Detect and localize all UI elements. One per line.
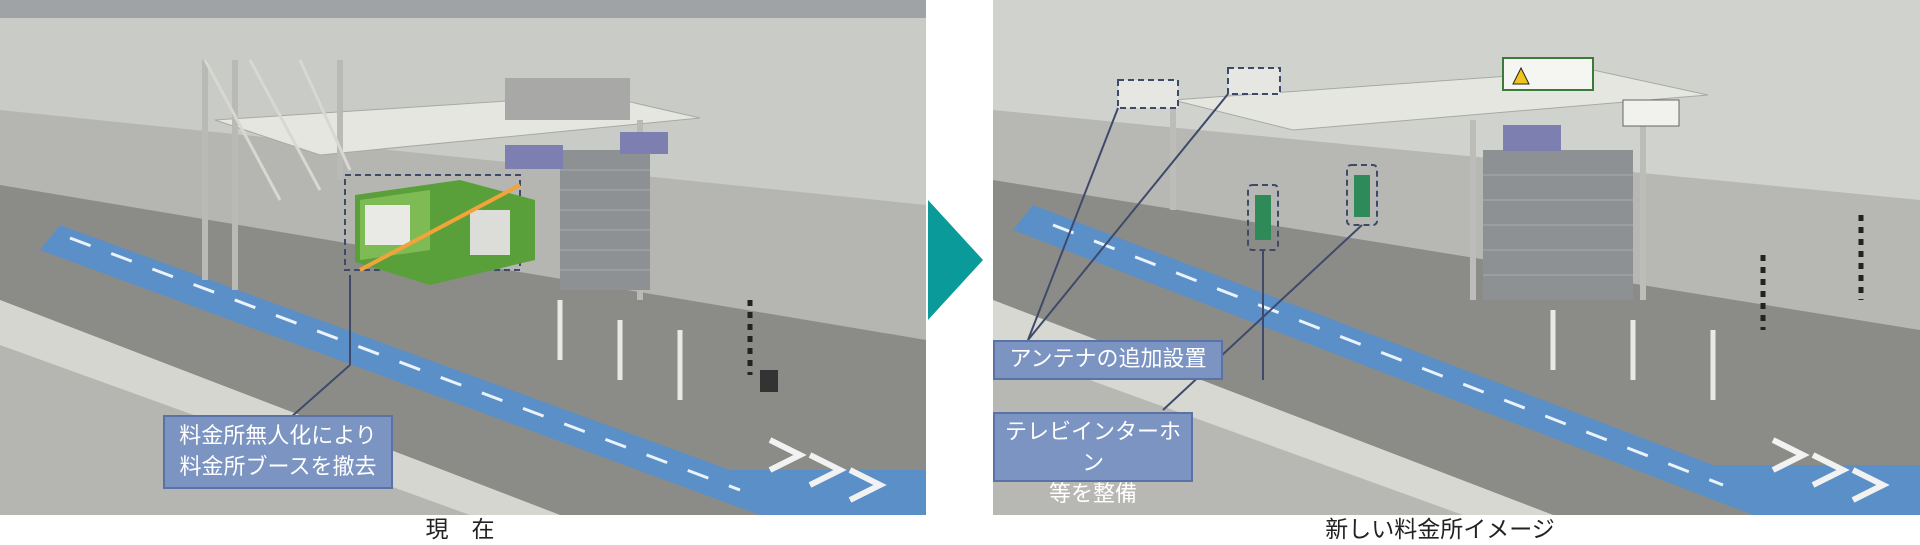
callout-line: 等を整備	[1048, 482, 1137, 507]
antenna-callout: アンテナの追加設置	[993, 340, 1223, 380]
booth-removal-callout: 料金所無人化により 料金所ブースを撤去	[163, 415, 393, 489]
callout-line: 料金所無人化により	[179, 424, 377, 449]
current-state-panel: 料金所無人化により 料金所ブースを撤去	[0, 0, 926, 515]
new-image-panel: アンテナの追加設置 テレビインターホン 等を整備	[993, 0, 1920, 515]
new-image-caption: 新しい料金所イメージ	[1325, 517, 1555, 543]
current-caption: 現 在	[425, 517, 495, 543]
callout-line: テレビインターホン	[1004, 420, 1181, 476]
new-toll-plaza-render	[993, 0, 1920, 515]
intercom-callout: テレビインターホン 等を整備	[993, 412, 1193, 507]
current-toll-plaza-render	[0, 0, 926, 515]
callout-line: 料金所ブースを撤去	[179, 455, 377, 480]
right-arrow-icon	[928, 200, 983, 320]
